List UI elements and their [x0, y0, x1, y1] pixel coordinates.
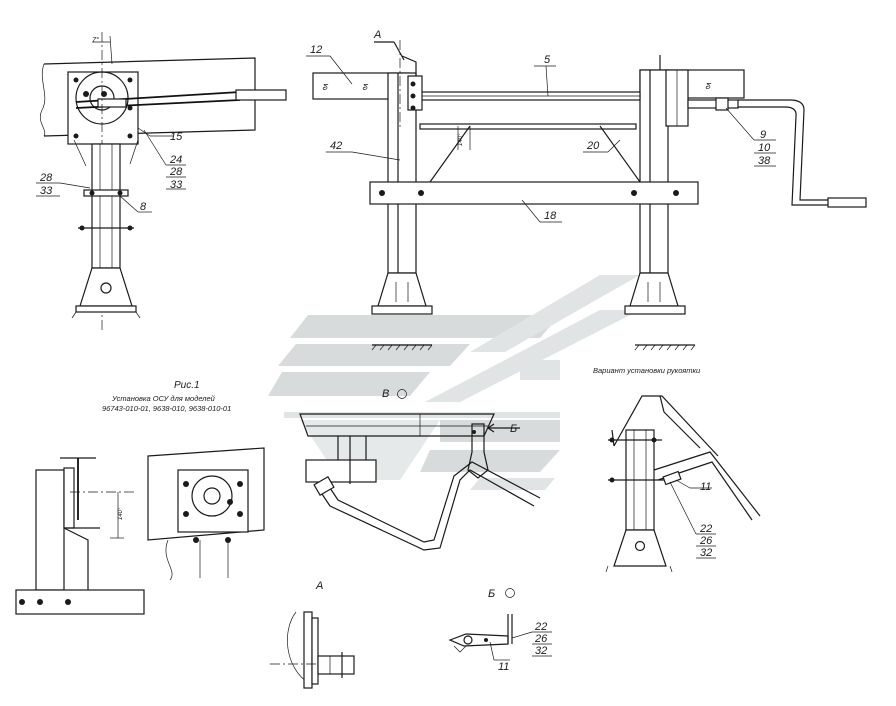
dimension-label-front: 140° [458, 133, 464, 146]
bottom-left-detail: 140° [15, 457, 145, 615]
callout-18: 18 [544, 210, 557, 222]
bottom-left-detail-2 [147, 447, 265, 581]
callout-24: 24 [169, 154, 182, 166]
dimension-label-detail: 140° [118, 507, 124, 520]
callout-32-detail: 32 [535, 645, 547, 657]
callout-12: 12 [310, 44, 322, 56]
left-side-view: 7° [39, 32, 287, 330]
callout-28-far: 28 [39, 172, 53, 184]
callout-9: 9 [760, 129, 766, 141]
callout-26-detail: 26 [534, 633, 548, 645]
callout-28-left: 28 [169, 166, 183, 178]
handle-variant-view: 11 22 26 32 [605, 395, 761, 573]
svg-text:ᘕ: ᘕ [362, 83, 369, 92]
callout-11-detail: 11 [498, 661, 509, 673]
callout-38: 38 [758, 155, 771, 167]
handle-variant-caption: Вариант установки рукоятки [593, 366, 701, 375]
caption-line-1: Установка ОСУ для моделей [111, 394, 216, 403]
callout-20: 20 [586, 140, 600, 152]
view-arrow-b-label: Б [510, 423, 517, 435]
callout-22-detail: 22 [534, 621, 547, 633]
angle-label: 7° [92, 35, 99, 44]
callout-22-variant: 22 [699, 523, 712, 535]
view-b-label: В [382, 388, 389, 400]
watermark-logo [268, 275, 640, 490]
svg-text:ᘕ: ᘕ [322, 83, 329, 92]
callout-10: 10 [758, 142, 771, 154]
callout-8: 8 [140, 201, 147, 213]
detail-b-label: Б [488, 588, 495, 600]
callout-5: 5 [544, 54, 551, 66]
detail-a: А [270, 580, 355, 689]
detail-a-label: А [315, 580, 323, 592]
caption-line-2: 96743-010-01, 9638-010, 9638-010-01 [102, 404, 231, 413]
callout-33-far: 33 [40, 185, 53, 197]
main-front-view: ᘕ ᘕ ᘕ ᘕ [312, 29, 867, 351]
svg-text:ᘕ: ᘕ [705, 82, 712, 91]
callout-26-variant: 26 [699, 535, 713, 547]
callouts-left: 15 24 28 33 28 33 8 [36, 127, 186, 213]
callout-33-left: 33 [170, 179, 183, 191]
detail-b: Б 11 22 26 32 [448, 588, 552, 673]
figure-caption: Рис.1 [174, 380, 200, 391]
callout-32-variant: 32 [700, 547, 712, 559]
captions: Рис.1 Установка ОСУ для моделей 96743-01… [102, 366, 701, 413]
callout-15: 15 [170, 131, 183, 143]
callout-11-variant: 11 [700, 481, 711, 493]
callouts-main: 12 5 42 20 18 9 10 38 [306, 44, 776, 223]
view-b: В Б [299, 388, 541, 551]
callout-42: 42 [330, 140, 342, 152]
view-marker-a: А [373, 29, 381, 41]
